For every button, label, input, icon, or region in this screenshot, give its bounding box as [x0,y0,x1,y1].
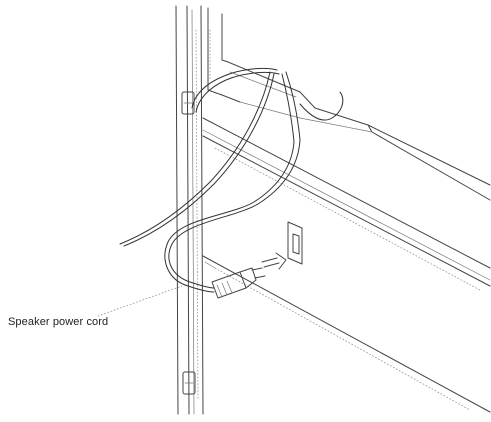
speaker-power-cord-label: Speaker power cord [8,316,109,328]
socket-icon [287,221,303,265]
cord-clip-lower [182,371,196,395]
cord-clip-upper [181,91,195,115]
callout-leader-line [97,285,183,317]
arrow-right-icon [261,252,287,270]
shelf-board [202,117,491,413]
plug-icon [211,267,266,299]
speaker-power-cord-path [119,67,344,293]
upper-unit [207,7,491,201]
frame-post [175,5,204,415]
